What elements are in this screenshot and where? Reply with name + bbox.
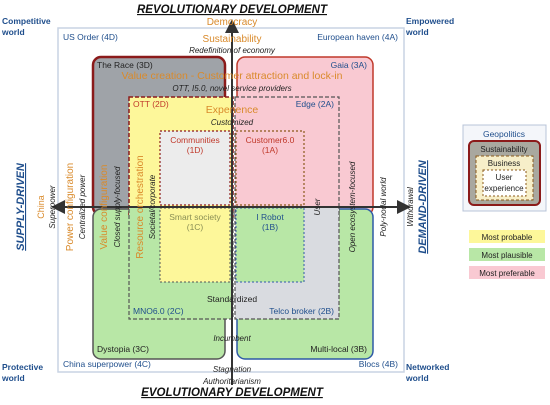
- text-customized: Customized: [211, 118, 254, 127]
- label-customer-code: (1A): [262, 145, 278, 155]
- label-us-order: US Order (4D): [63, 32, 118, 42]
- corner-protective-line1: Protective: [2, 362, 43, 372]
- legend-user-2: experience: [484, 184, 524, 193]
- label-i-robot: I Robot: [256, 212, 284, 222]
- label-communities: Communities: [170, 135, 220, 145]
- text-democracy: Democracy: [207, 17, 258, 28]
- legend-sustainability: Sustainability: [480, 145, 527, 154]
- label-telco-broker: Telco broker (2B): [269, 306, 334, 316]
- label-european-haven: European haven (4A): [317, 32, 398, 42]
- text-ott-i50: OTT, I5.0, novel service providers: [172, 84, 291, 93]
- text-experience: Experience: [206, 104, 259, 116]
- key-most-plausible-swatch: [469, 248, 545, 261]
- text-sustainability: Sustainability: [203, 34, 262, 45]
- key-most-probable-swatch: [469, 230, 545, 243]
- key-most-plausible: Most plausible: [481, 251, 533, 260]
- corner-networked-line2: world: [405, 373, 429, 383]
- label-multi-local: Multi-local (3B): [310, 344, 367, 354]
- corner-competitive-line1: Competitive: [2, 16, 51, 26]
- text-closed-supply: Closed supply-focused: [113, 166, 122, 247]
- label-customer: Customer6.0: [246, 135, 295, 145]
- label-edge: Edge (2A): [296, 99, 334, 109]
- text-user: User: [313, 198, 322, 215]
- label-smart-society: Smart society: [169, 212, 221, 222]
- label-gaia: Gaia (3A): [331, 60, 368, 70]
- text-open-ecosystem: Open ecosystem-focused: [348, 161, 357, 252]
- label-blocs: Blocs (4B): [359, 359, 398, 369]
- supply-driven-label: SUPPLY-DRIVEN: [15, 162, 27, 251]
- text-resource-orchestration: Resource orchestration: [135, 155, 146, 258]
- label-mno: MNO6.0 (2C): [133, 306, 184, 316]
- text-stagnation: Stagnation: [213, 365, 252, 374]
- corner-empowered: Empowered world: [405, 16, 457, 37]
- text-value-configuration: Value configuration: [99, 165, 110, 250]
- text-centralized-power: Centralized power: [78, 174, 87, 239]
- corner-protective-line2: world: [1, 373, 25, 383]
- text-incumbent: Incumbent: [213, 334, 251, 343]
- corner-networked-line1: Networked: [406, 362, 449, 372]
- text-china: China: [36, 195, 46, 219]
- quadrant-smart-society: [159, 207, 231, 283]
- key-most-preferable: Most preferable: [479, 269, 535, 278]
- corner-protective: Protective world: [1, 362, 45, 383]
- corner-empowered-line1: Empowered: [406, 16, 454, 26]
- label-i-robot-code: (1B): [262, 222, 278, 232]
- quadrant-i-robot: [235, 207, 305, 283]
- title-top: REVOLUTIONARY DEVELOPMENT: [137, 4, 328, 16]
- legend-business: Business: [488, 159, 520, 168]
- legend-user-box: [482, 169, 527, 197]
- text-authoritarianism: Authoritarianism: [202, 377, 261, 386]
- corner-empowered-line2: world: [405, 27, 429, 37]
- key-most-probable: Most probable: [482, 233, 533, 242]
- label-ott: OTT (2D): [133, 99, 169, 109]
- legend-title: Geopolitics: [483, 129, 525, 139]
- label-smart-society-code: (1C): [187, 222, 204, 232]
- text-power-configuration: Power configuration: [65, 163, 76, 251]
- label-communities-code: (1D): [187, 145, 204, 155]
- title-bottom: EVOLUTIONARY DEVELOPMENT: [141, 387, 324, 399]
- quadrant-communities: [159, 130, 231, 206]
- text-standardized: Standardized: [207, 294, 257, 304]
- key-most-preferable-swatch: [469, 266, 545, 279]
- corner-networked: Networked world: [405, 362, 452, 383]
- text-withdrawal: Withdrawal: [406, 187, 415, 227]
- legend-user-1: User: [496, 173, 513, 182]
- label-dystopia: Dystopia (3C): [97, 344, 149, 354]
- label-the-race: The Race (3D): [97, 60, 153, 70]
- corner-competitive: Competitive world: [1, 16, 53, 37]
- corner-competitive-line2: world: [1, 27, 25, 37]
- text-value-creation: Value creation - Customer attraction and…: [122, 70, 343, 82]
- text-societal-corporate: Societal/corporate: [148, 174, 157, 239]
- text-superpower: Superpower: [48, 185, 57, 228]
- demand-driven-label: DEMAND-DRIVEN: [417, 159, 429, 254]
- quadrant-customer: [235, 130, 305, 206]
- text-poly-nodal: Poly-nodal world: [379, 177, 388, 237]
- text-redefinition: Redefinition of economy: [189, 46, 276, 55]
- label-china-superpower: China superpower (4C): [63, 359, 151, 369]
